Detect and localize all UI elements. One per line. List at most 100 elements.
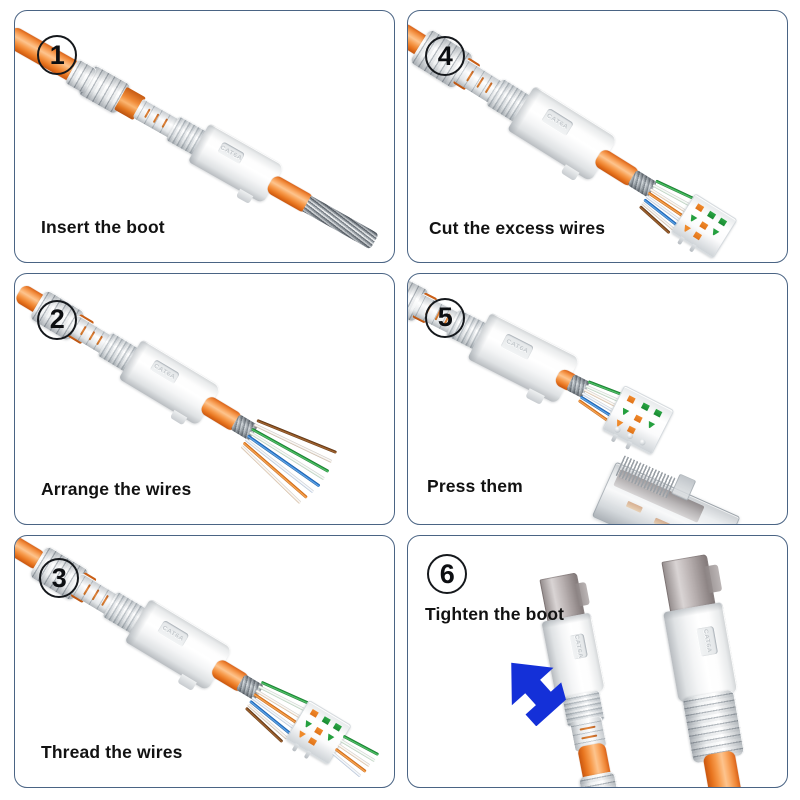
guide-mark-orange [307,737,318,747]
housing-tab [560,163,580,182]
housing-marking-text: CAT6A [218,144,244,163]
guide-mark-orange [309,709,319,719]
plug-contact-window [653,517,671,525]
guide-mark-orange [296,730,306,740]
plug-contact-window [625,500,643,513]
cage-slot [476,76,485,89]
guide-mark-orange [314,727,324,736]
wire-exit-port [638,437,647,447]
loading-bar-prong [610,433,618,443]
housing-tab [169,409,188,426]
guide-mark-orange [626,394,636,404]
guide-mark-orange [633,414,643,423]
wire-loading-bar [670,193,738,259]
direction-arrow-icon [511,663,566,727]
loading-bar-prong [303,750,312,760]
loading-bar-prong [624,440,633,450]
guide-mark-green [303,720,313,730]
step-badge: 1 [37,35,77,75]
housing-tab [177,674,197,692]
guide-mark-green [718,217,728,227]
guide-mark-green [640,402,650,411]
step-badge: 2 [37,299,77,340]
housing-tab [236,189,254,205]
housing-marking-text: CAT6A [701,628,713,654]
cage-slot [581,734,598,741]
panel-6-illustration: CAT6A [408,536,787,788]
housing-marking: CAT6A [157,619,190,648]
wire-loading-bar [601,384,675,455]
step-badge: 4 [425,36,465,76]
step-number: 2 [49,304,65,335]
step-caption: Press them [427,476,523,497]
instruction-panel-step-2: CAT6A 2 [14,272,395,526]
step-caption: Thread the wires [41,742,183,762]
guide-mark-green [688,214,698,224]
connector-housing: CAT6A [467,312,581,405]
stranded-conductors [302,195,379,250]
cage-slot [88,330,96,341]
housing-marking-text: CAT6A [152,362,177,381]
step-caption: Cut the excess wires [429,217,606,238]
boot-nut-tightened [682,689,746,764]
cage-slot [465,70,475,83]
step-badge: 5 [425,297,465,338]
guide-mark-green [646,420,656,430]
plug-body [591,455,741,525]
panel-3-illustration: CAT6A [15,536,394,787]
step-number: 6 [439,558,455,589]
guide-mark-orange [695,203,705,213]
instruction-panel-step-4: CAT6A [407,10,788,263]
cage-slot [91,589,100,601]
step-number: 1 [49,39,65,70]
guide-mark-green [321,716,331,726]
panel-2-illustration: CAT6A 2 [15,274,394,525]
step-caption: Arrange the wires [41,479,192,500]
step-number: 5 [437,302,453,333]
housing-marking: CAT6A [149,358,180,385]
guide-mark-green [332,723,342,732]
cage-slot [484,81,494,94]
panel-1-illustration: CAT6A 1 Insert the boot [15,11,394,262]
cage-slot [79,325,88,336]
housing-tab [525,387,545,405]
instruction-panel-step-3: CAT6A [14,535,395,788]
guide-mark-green [707,210,717,220]
housing-marking: CAT6A [695,626,719,657]
housing-marking-text: CAT6A [545,112,570,131]
loading-bar-prong [291,743,300,753]
step-caption: Tighten the boot [425,604,565,625]
step-number: 3 [51,562,67,593]
cable-jacket-run [702,750,762,788]
housing-marking-text: CAT6A [161,624,186,643]
guide-mark-green [710,228,720,237]
step-number: 4 [437,40,453,71]
guide-mark-orange [681,224,692,234]
housing-marking: CAT6A [216,141,246,166]
loading-bar-prong [677,236,685,246]
cage-slot [579,726,596,732]
plug-latch-clip [704,565,723,594]
guide-mark-green [653,408,663,418]
panel-4-illustration: CAT6A [408,11,787,262]
guide-mark-green [325,733,335,743]
loading-bar-prong [688,243,697,253]
instruction-panel-step-1: CAT6A 1 Insert the boot [14,10,395,263]
cage-slot [161,118,169,129]
panel-5-illustration: CAT6A [408,274,787,525]
instruction-panel-step-5: CAT6A [407,272,788,526]
cage-slot [152,113,160,124]
guide-mark-orange [692,231,703,241]
guide-mark-orange [699,221,709,231]
housing-marking-text: CAT6A [504,338,530,355]
connector-housing: CAT6A [663,602,739,704]
instruction-panel-step-6: CAT6A [407,535,788,788]
step-caption: Insert the boot [41,216,165,237]
cage-slot [83,584,92,596]
plug-latch-clip [574,581,590,607]
cage-slot [143,108,152,119]
step-badge: 6 [427,554,467,595]
step-badge: 3 [39,558,79,599]
